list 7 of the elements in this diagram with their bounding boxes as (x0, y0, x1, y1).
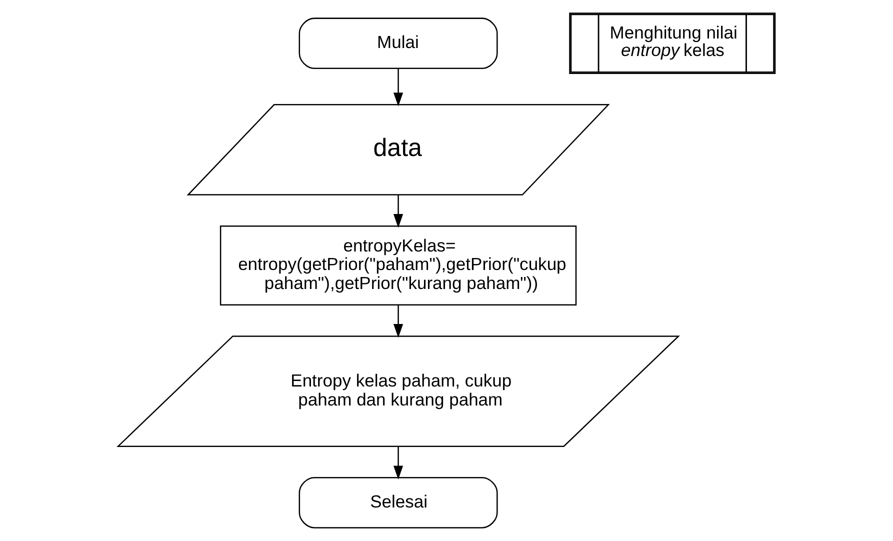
arrow (393, 446, 404, 480)
node-box: Mulai (298, 18, 498, 69)
node-box: Selesai (298, 477, 498, 528)
arrow (393, 68, 404, 106)
arrow (393, 195, 404, 228)
node-box: entropyKelas= entropy(getPrior("paham"),getPrior("cukup paham"),getPrior("kurang paham")) (220, 225, 577, 306)
arrow (393, 305, 404, 338)
